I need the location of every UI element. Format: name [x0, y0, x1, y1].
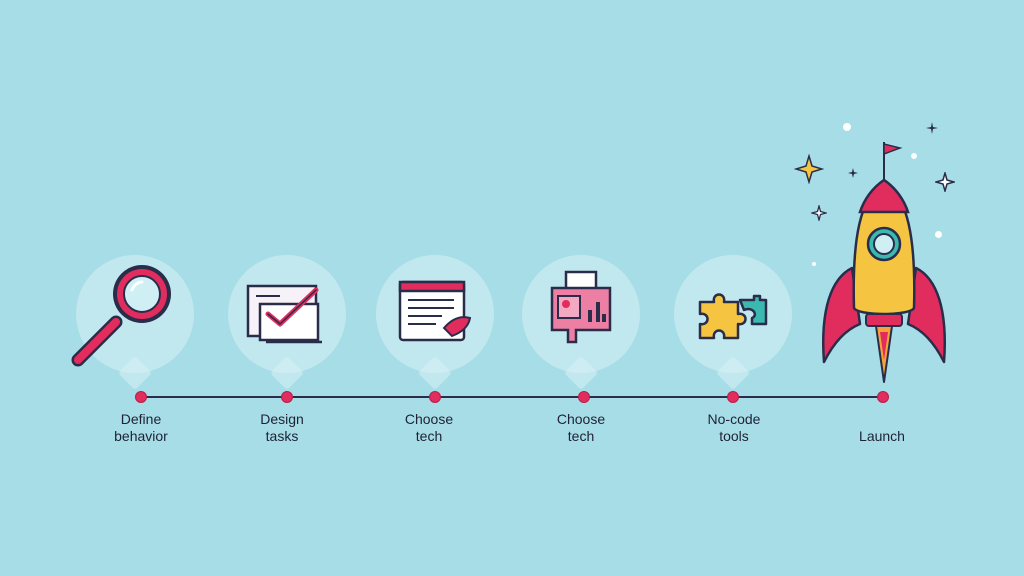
- step-6-label-line1: [822, 411, 942, 428]
- sparkle-icon: [935, 172, 955, 192]
- magnifier-icon: [71, 265, 171, 367]
- dashboard-chart-icon: [550, 270, 612, 344]
- sparkle-icon: [926, 122, 938, 134]
- dot-icon: [812, 262, 816, 266]
- step-3-label-line2: tech: [415, 428, 443, 444]
- step-5-label-line2: tools: [719, 428, 749, 444]
- step-4-label-line1: Choose: [556, 411, 606, 427]
- step-2-label-line1: Design: [260, 411, 304, 427]
- step-2-label: Design tasks: [222, 411, 342, 445]
- step-2-dot: [281, 391, 293, 403]
- step-5-label: No-code tools: [674, 411, 794, 445]
- step-2-label-line2: tasks: [265, 428, 299, 444]
- step-4-dot: [578, 391, 590, 403]
- sparkle-icon: [848, 168, 858, 178]
- step-3-label-line1: Choose: [404, 411, 454, 427]
- checklist-monitor-icon: [246, 284, 322, 344]
- step-6-label: Launch: [822, 411, 942, 445]
- step-5-label-line1: No-code: [707, 411, 761, 427]
- sparkle-icon: [811, 205, 827, 221]
- step-4-label-line2: tech: [567, 428, 595, 444]
- step-3-label: Choose tech: [369, 411, 489, 445]
- browser-window-icon: [398, 280, 472, 342]
- puzzle-icon: [698, 293, 768, 340]
- step-1-dot: [135, 391, 147, 403]
- star-icon: [794, 154, 824, 184]
- step-6-label-line2: Launch: [859, 428, 905, 444]
- dot-icon: [935, 231, 942, 238]
- step-3-dot: [429, 391, 441, 403]
- step-5-dot: [727, 391, 739, 403]
- step-1-label-line1: Define: [120, 411, 162, 427]
- dot-icon: [843, 123, 851, 131]
- step-6-dot: [877, 391, 889, 403]
- step-4-label: Choose tech: [521, 411, 641, 445]
- timeline-line: [141, 396, 883, 398]
- dot-icon: [911, 153, 917, 159]
- step-1-label: Define behavior: [81, 411, 201, 445]
- step-1-label-line2: behavior: [114, 428, 168, 444]
- rocket-icon: [822, 142, 946, 383]
